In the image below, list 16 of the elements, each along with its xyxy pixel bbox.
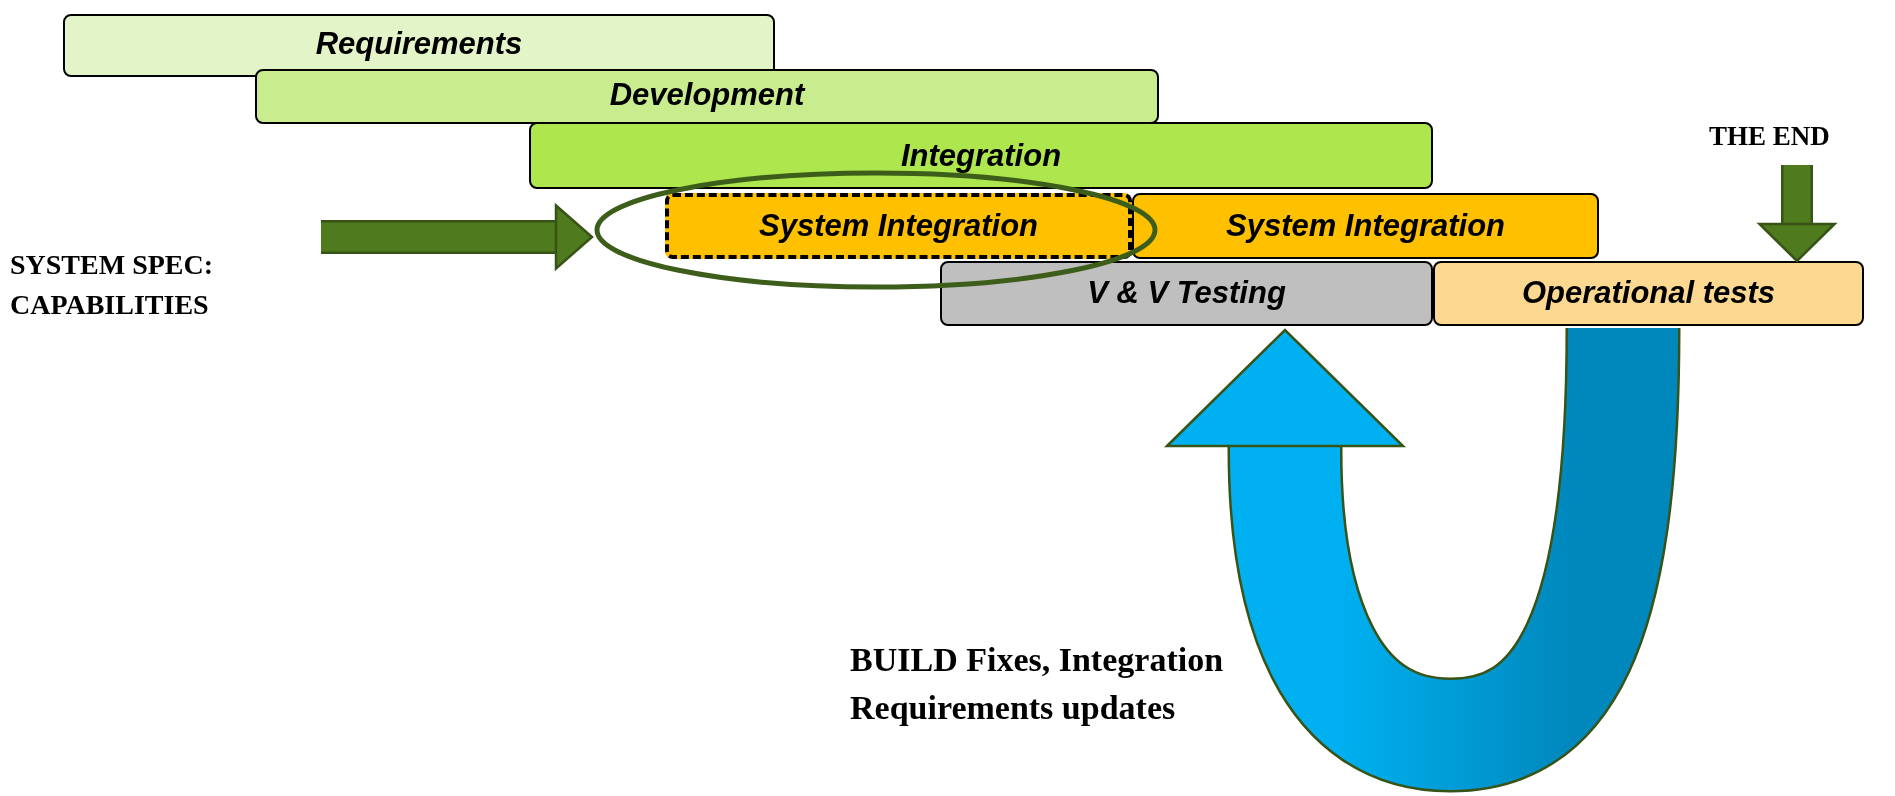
phase-label: System Integration: [1225, 206, 1506, 245]
end-label: THE END: [1709, 119, 1830, 153]
phase-bar: [255, 69, 1159, 124]
phase-bar: [940, 261, 1433, 326]
spec-label: SYSTEM SPEC: CAPABILITIES: [10, 248, 215, 322]
phase-bar: [63, 14, 775, 77]
phase-label: Integration: [900, 136, 1062, 175]
phase-label: Development: [609, 76, 805, 114]
phase-bar: [1132, 193, 1599, 259]
phase-bar: [1433, 261, 1864, 326]
phase-label: V & V Testing: [1087, 274, 1286, 313]
phase-label: Operational tests: [1521, 274, 1776, 313]
phase-label: System Integration: [758, 206, 1039, 245]
edge-label: BUILD Fixes, Integration Requirements updates: [850, 640, 1225, 728]
phase-bar: [529, 122, 1433, 189]
phase-label: Requirements: [315, 25, 523, 63]
